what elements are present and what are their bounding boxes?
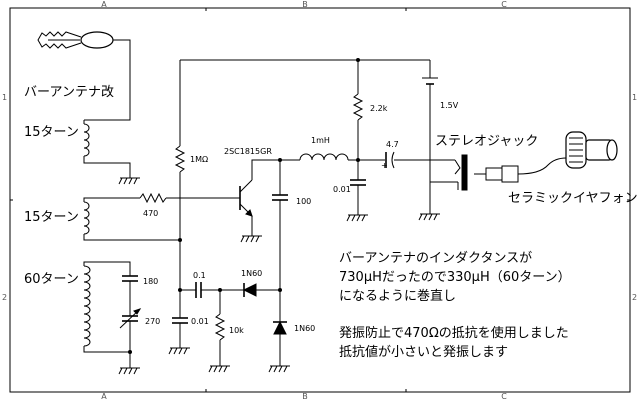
- ground-symbol: [346, 214, 368, 222]
- resistor-1M: [174, 145, 186, 173]
- border-label-right-1: 1: [632, 93, 637, 102]
- cap-270-label: 270: [145, 317, 160, 326]
- ground-symbol: [118, 367, 140, 375]
- note-line-5: 抵抗値が小さいと発振します: [339, 344, 508, 360]
- coil-60-turns: [83, 261, 96, 353]
- inductor-1mH: [299, 153, 349, 161]
- earphone-plug: [474, 157, 567, 183]
- coil-top-label: 15ターン: [24, 125, 79, 140]
- border-label-left-1: 1: [2, 93, 7, 102]
- cap-47-label: 4.7: [386, 140, 399, 149]
- ground-symbol: [418, 213, 440, 221]
- tank-bottom-wire: [96, 312, 131, 353]
- diode-1N60-shunt: [273, 320, 287, 335]
- transistor-label: 2SC1815GR: [224, 147, 272, 156]
- coil-bottom-label: 60ターン: [24, 272, 79, 287]
- cap-01-label: 0.1: [193, 271, 206, 280]
- stereo-jack: [454, 154, 468, 191]
- bar-antenna-label: バーアンテナ改: [24, 85, 114, 100]
- ground-symbol: [168, 347, 190, 355]
- capacitor-0.01-bias: [172, 317, 188, 324]
- r-10k-label: 10k: [229, 326, 244, 335]
- resistor-2k2: [352, 93, 364, 121]
- ground-symbol: [208, 365, 230, 373]
- coil-mid-label: 15ターン: [24, 210, 79, 225]
- border-label-right-2: 2: [632, 293, 637, 302]
- border-label-top-b: B: [302, 0, 308, 9]
- border-label-top-a: A: [101, 0, 107, 9]
- border-label-top-c: C: [501, 0, 507, 9]
- capacitor-100: [272, 194, 288, 201]
- battery-label: 1.5V: [440, 101, 459, 110]
- svg-text:+: +: [381, 161, 388, 170]
- coil-15-turns-mid: [83, 197, 96, 241]
- diode-1N60-series: [242, 283, 257, 297]
- border-label-bottom-b: B: [302, 392, 308, 400]
- r-1m-label: 1MΩ: [190, 155, 208, 164]
- ceramic-earphone-icon: [565, 131, 618, 169]
- cap-001-bottom-label: 0.01: [191, 317, 209, 326]
- collector-wire: [251, 159, 300, 180]
- antenna-clip: [37, 31, 114, 49]
- junction-dot: [178, 238, 182, 242]
- diode-1-label: 1N60: [241, 269, 262, 278]
- note-line-4: 発振防止で470Ωの抵抗を使用しました: [339, 325, 569, 341]
- capacitor-0.1: [195, 282, 202, 298]
- inductor-label: 1mH: [311, 136, 330, 145]
- border-label-bottom-c: C: [501, 392, 507, 400]
- note-line-1: バーアンテナのインダクタンスが: [339, 251, 532, 266]
- antenna-wire: [96, 39, 131, 121]
- cap-180-label: 180: [143, 277, 158, 286]
- note-line-2: 730μHだったので330μH（60ターン）: [339, 270, 571, 285]
- capacitor-180: [122, 275, 138, 282]
- border-label-bottom-a: A: [101, 392, 107, 400]
- note-line-3: になるように巻直し: [339, 289, 456, 304]
- ground-symbol: [268, 365, 290, 373]
- ground-symbol: [240, 235, 262, 243]
- capacitor-4.7: +: [381, 151, 395, 170]
- battery-1.5V: [422, 77, 438, 85]
- ground-symbol: [118, 177, 140, 185]
- resistor-470: [139, 192, 167, 204]
- transistor-2sc1815: [239, 179, 253, 217]
- border-label-left-2: 2: [2, 293, 7, 302]
- r-2k2-label: 2.2k: [370, 104, 388, 113]
- battery-wire-bottom: [429, 84, 458, 183]
- cap-100-label: 100: [296, 197, 311, 206]
- tank-top-wire: [96, 261, 131, 276]
- r-470-label: 470: [143, 209, 158, 218]
- stereo-jack-label: ステレオジャック: [435, 134, 538, 149]
- cap-001-top-label: 0.01: [333, 185, 351, 194]
- capacitor-0.01-decoupling: [350, 179, 366, 186]
- diode-2-label: 1N60: [294, 324, 315, 333]
- earphone-label: セラミックイヤフォン: [508, 191, 638, 206]
- coil-15-turns-top: [83, 119, 96, 164]
- coil1-ground-wire: [96, 162, 131, 178]
- resistor-10k: [214, 313, 226, 341]
